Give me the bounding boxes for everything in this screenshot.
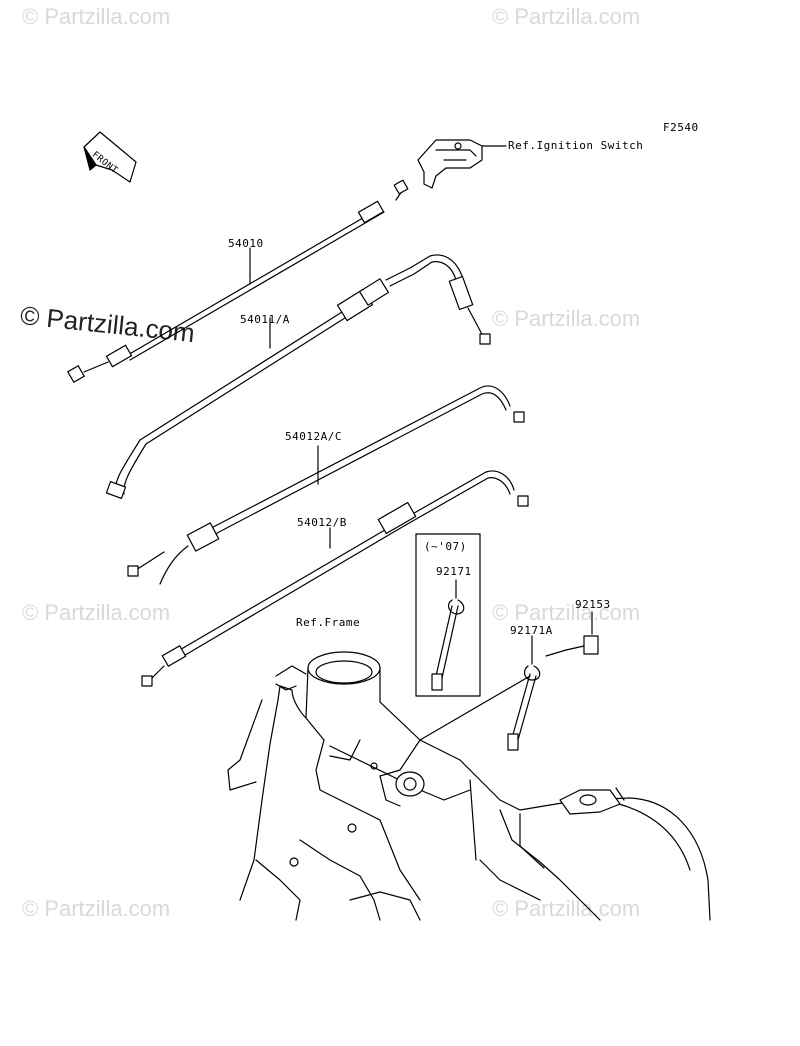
- cable-54011a: [105, 254, 491, 499]
- label-54010: 54010: [228, 237, 264, 250]
- label-54012b: 54012/B: [297, 516, 347, 529]
- front-arrow-icon: [83, 131, 137, 183]
- label-54011a: 54011/A: [240, 313, 290, 326]
- bolt-92153: [545, 611, 599, 657]
- label-92171a: 92171A: [510, 624, 553, 637]
- watermark: © Partzilla.com: [22, 896, 171, 921]
- watermark: © Partzilla.com: [492, 4, 641, 29]
- label-ref-frame: Ref.Frame: [296, 616, 361, 629]
- label-54012ac: 54012A/C: [285, 430, 342, 443]
- cable-54012b: [141, 470, 529, 687]
- label-92171: 92171: [436, 565, 472, 578]
- label-year-note: (~'07): [424, 540, 467, 553]
- clamp-92171a: [419, 635, 541, 751]
- watermark: © Partzilla.com: [492, 896, 641, 921]
- cable-54012ac: [127, 385, 525, 585]
- watermark: © Partzilla.com: [492, 600, 641, 625]
- variant-inset-box: [415, 533, 481, 697]
- figure-code: F2540: [663, 121, 699, 134]
- cable-54010: [67, 179, 409, 383]
- label-92153: 92153: [575, 598, 611, 611]
- watermark: © Partzilla.com: [492, 306, 641, 331]
- label-ref-ignition-switch: Ref.Ignition Switch: [508, 139, 644, 152]
- watermark: © Partzilla.com: [22, 600, 171, 625]
- watermark: © Partzilla.com: [22, 4, 171, 29]
- ignition-switch-bracket: [417, 139, 507, 189]
- frame: [227, 651, 711, 921]
